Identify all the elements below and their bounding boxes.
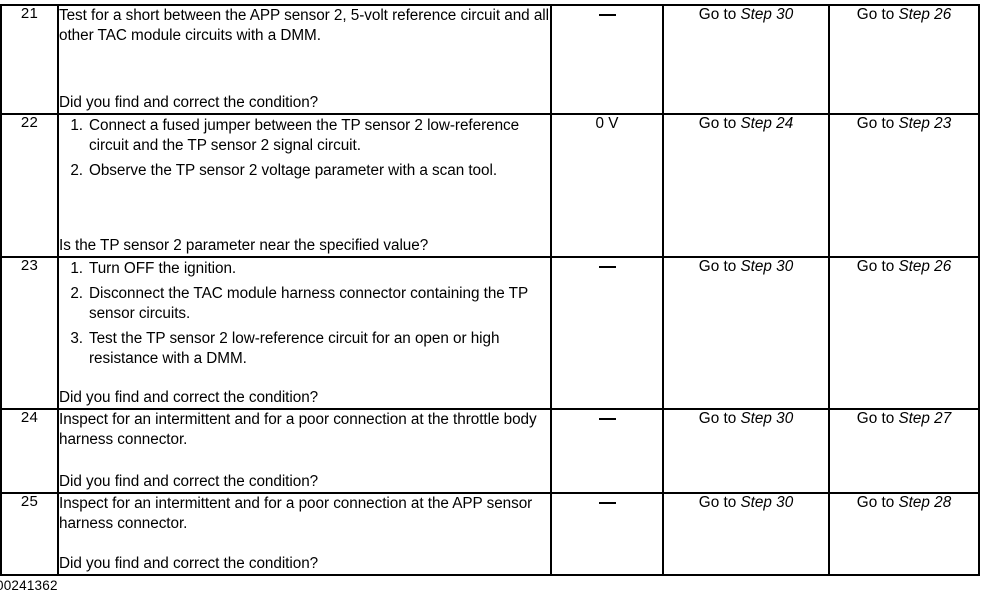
action-list-item: Observe the TP sensor 2 voltage paramete… [59,161,498,181]
action-list-item: Test the TP sensor 2 low-reference circu… [59,329,500,367]
table-row: 23 Turn OFF the ignition. Disconnect the… [0,256,980,410]
no-step-reference: Step 28 [898,494,952,511]
step-number-cell: 24 [0,408,59,494]
no-step-reference: Step 26 [898,6,952,23]
yes-step-reference: Step 24 [740,115,794,132]
specified-value: 0 V [595,115,619,132]
no-branch-cell: Go to Step 23 [828,113,980,258]
no-goto-label: Go to [856,6,899,23]
step-number-cell: 23 [0,256,59,410]
yes-branch-cell: Go to Step 30 [662,408,830,494]
specified-value-cell [550,4,664,115]
step-number-cell: 25 [0,492,59,576]
specified-value-cell [550,256,664,410]
dash-icon [598,417,616,420]
table-row: 21 Test for a short between the APP sens… [0,4,980,115]
action-paragraph: Test for a short between the APP sensor … [59,7,549,44]
step-number-cell: 21 [0,4,59,115]
yes-step-reference: Step 30 [740,410,794,427]
table-body: 21 Test for a short between the APP sens… [0,4,980,576]
step-number: 23 [20,257,39,274]
dash-icon [598,265,616,268]
action-question: Did you find and correct the condition? [59,94,319,112]
action-question: Did you find and correct the condition? [59,555,319,573]
action-list-item: Disconnect the TAC module harness connec… [59,284,528,322]
dash-icon [598,501,616,504]
yes-step-reference: Step 30 [740,6,794,23]
action-paragraph: Inspect for an intermittent and for a po… [59,411,537,448]
action-paragraph: Inspect for an intermittent and for a po… [59,495,533,532]
step-number: 25 [20,493,39,510]
step-action-cell: Turn OFF the ignition. Disconnect the TA… [57,256,552,410]
step-action-cell: Connect a fused jumper between the TP se… [57,113,552,258]
no-branch-cell: Go to Step 26 [828,4,980,115]
yes-goto-label: Go to [698,258,741,275]
table-row: 25 Inspect for an intermittent and for a… [0,492,980,576]
yes-branch-cell: Go to Step 30 [662,4,830,115]
no-branch-cell: Go to Step 28 [828,492,980,576]
step-number: 21 [20,5,39,22]
yes-goto-label: Go to [698,6,741,23]
action-question: Did you find and correct the condition? [59,473,319,491]
yes-step-reference: Step 30 [740,258,794,275]
yes-goto-label: Go to [698,494,741,511]
step-number: 22 [20,114,39,131]
yes-branch-cell: Go to Step 30 [662,256,830,410]
no-step-reference: Step 26 [898,258,952,275]
step-action-cell: Test for a short between the APP sensor … [57,4,552,115]
no-goto-label: Go to [856,410,899,427]
no-goto-label: Go to [856,115,899,132]
yes-goto-label: Go to [698,115,741,132]
action-question: Is the TP sensor 2 parameter near the sp… [59,237,429,255]
action-list-item: Turn OFF the ignition. [59,259,237,279]
diagnostic-steps-table: 21 Test for a short between the APP sens… [0,4,980,576]
action-list-item: Connect a fused jumper between the TP se… [59,116,520,154]
no-branch-cell: Go to Step 27 [828,408,980,494]
step-action-cell: Inspect for an intermittent and for a po… [57,492,552,576]
no-step-reference: Step 23 [898,115,952,132]
step-number-cell: 22 [0,113,59,258]
table-row: 24 Inspect for an intermittent and for a… [0,408,980,494]
specified-value-cell [550,408,664,494]
document-code: 00241362 [0,578,58,593]
no-goto-label: Go to [856,494,899,511]
step-action-cell: Inspect for an intermittent and for a po… [57,408,552,494]
action-list: Connect a fused jumper between the TP se… [59,116,550,181]
action-list: Turn OFF the ignition. Disconnect the TA… [59,259,550,368]
yes-branch-cell: Go to Step 24 [662,113,830,258]
specified-value-cell [550,492,664,576]
no-step-reference: Step 27 [898,410,952,427]
yes-branch-cell: Go to Step 30 [662,492,830,576]
no-goto-label: Go to [856,258,899,275]
action-question: Did you find and correct the condition? [59,389,319,407]
step-number: 24 [20,409,39,426]
table-row: 22 Connect a fused jumper between the TP… [0,113,980,258]
yes-step-reference: Step 30 [740,494,794,511]
yes-goto-label: Go to [698,410,741,427]
specified-value-cell: 0 V [550,113,664,258]
no-branch-cell: Go to Step 26 [828,256,980,410]
dash-icon [598,13,616,16]
